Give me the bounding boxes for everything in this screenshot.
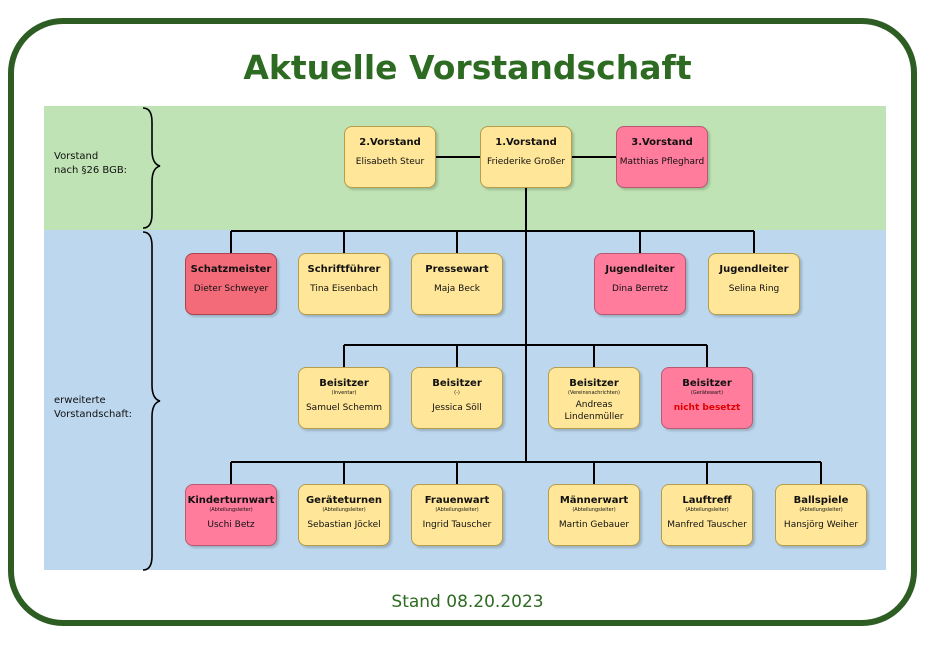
box-schriftfuehrer: Schriftführer Tina Eisenbach xyxy=(298,253,390,315)
person-name: Hansjörg Weiher xyxy=(783,520,859,530)
brace-erweitert xyxy=(142,231,161,571)
person-name: Dieter Schweyer xyxy=(193,284,269,294)
role-label: Frauenwart xyxy=(424,495,490,506)
box-frauenwart: Frauenwart (Abteilungsleiter) Ingrid Tau… xyxy=(411,484,503,546)
person-name: Friederike Großer xyxy=(487,157,565,167)
role-subtitle: (Abteilungsleiter) xyxy=(685,507,729,513)
vorstand-label-line2: nach §26 BGB: xyxy=(54,165,128,176)
role-label: Pressewart xyxy=(425,264,489,275)
vorstand-label-line1: Vorstand xyxy=(54,151,99,162)
role-label: Lauftreff xyxy=(682,495,732,506)
person-name: Maja Beck xyxy=(433,284,481,294)
person-name: Manfred Tauscher xyxy=(667,520,747,530)
erweitert-label-line2: Vorstandschaft: xyxy=(54,409,133,420)
box-schatzmeister: Schatzmeister Dieter Schweyer xyxy=(185,253,277,315)
box-pressewart: Pressewart Maja Beck xyxy=(411,253,503,315)
role-label: Beisitzer xyxy=(682,378,732,389)
box-2-vorstand: 2.Vorstand Elisabeth Steur xyxy=(344,126,436,188)
person-name: Ingrid Tauscher xyxy=(422,520,492,530)
box-beisitzer-2: Beisitzer (-) Jessica Söll xyxy=(411,367,503,429)
box-jugendleiter-2: Jugendleiter Selina Ring xyxy=(708,253,800,315)
role-label: Männerwart xyxy=(559,495,629,506)
role-subtitle: (Gerätewart) xyxy=(690,390,724,396)
role-label: Ballspiele xyxy=(793,495,849,506)
person-name: Sebastian Jöckel xyxy=(307,520,381,530)
role-label: 2.Vorstand xyxy=(359,137,421,148)
brace-vorstand xyxy=(142,107,161,229)
role-label: Geräteturnen xyxy=(305,495,383,506)
role-subtitle: (Abteilungsleiter) xyxy=(322,507,366,513)
vorstand-section-label: Vorstand nach §26 BGB: xyxy=(54,150,127,178)
person-name: Matthias Pfleghard xyxy=(619,157,705,167)
role-label: Schatzmeister xyxy=(190,264,272,275)
role-label: Jugendleiter xyxy=(719,264,789,275)
role-label: Beisitzer xyxy=(319,378,369,389)
box-geraeteturnen: Geräteturnen (Abteilungsleiter) Sebastia… xyxy=(298,484,390,546)
role-subtitle: (Abteilungsleiter) xyxy=(572,507,616,513)
vacancy-label: nicht besetzt xyxy=(673,403,741,413)
person-name: Andreas Lindenmüller xyxy=(564,400,624,422)
person-name: Uschi Betz xyxy=(207,520,255,530)
person-name: Jessica Söll xyxy=(432,403,482,413)
role-label: Kinderturnwart xyxy=(187,495,275,506)
erweitert-section-label: erweiterte Vorstandschaft: xyxy=(54,394,132,422)
box-ballspiele: Ballspiele (Abteilungsleiter) Hansjörg W… xyxy=(775,484,867,546)
role-subtitle: (Abteilungsleiter) xyxy=(435,507,479,513)
role-label: 1.Vorstand xyxy=(495,137,557,148)
role-subtitle: (Vereinsnachrichten) xyxy=(568,390,620,396)
box-jugendleiter-1: Jugendleiter Dina Berretz xyxy=(594,253,686,315)
role-label: Beisitzer xyxy=(569,378,619,389)
box-beisitzer-inventar: Beisitzer (Inventar) Samuel Schemm xyxy=(298,367,390,429)
role-label: Beisitzer xyxy=(432,378,482,389)
role-subtitle: (Abteilungsleiter) xyxy=(799,507,843,513)
role-subtitle: (Inventar) xyxy=(331,390,357,396)
person-name: Tina Eisenbach xyxy=(310,284,378,294)
person-name: Martin Gebauer xyxy=(558,520,630,530)
role-label: Jugendleiter xyxy=(605,264,675,275)
box-kinderturnwart: Kinderturnwart (Abteilungsleiter) Uschi … xyxy=(185,484,277,546)
role-subtitle: (-) xyxy=(454,390,460,396)
person-name: Elisabeth Steur xyxy=(355,157,425,167)
box-1-vorstand: 1.Vorstand Friederike Großer xyxy=(480,126,572,188)
person-name: Dina Berretz xyxy=(611,284,669,294)
date-footer: Stand 08.20.2023 xyxy=(391,592,544,612)
box-beisitzer-geraetewart: Beisitzer (Gerätewart) nicht besetzt xyxy=(661,367,753,429)
box-beisitzer-vereinsnachrichten: Beisitzer (Vereinsnachrichten) Andreas L… xyxy=(548,367,640,429)
box-lauftreff: Lauftreff (Abteilungsleiter) Manfred Tau… xyxy=(661,484,753,546)
person-name: Selina Ring xyxy=(728,284,780,294)
role-subtitle: (Abteilungsleiter) xyxy=(209,507,253,513)
erweitert-label-line1: erweiterte xyxy=(54,395,106,406)
role-label: Schriftführer xyxy=(307,264,381,275)
vorstand-band xyxy=(44,106,886,230)
person-name: Samuel Schemm xyxy=(305,403,383,413)
page-title: Aktuelle Vorstandschaft xyxy=(243,48,692,87)
box-3-vorstand: 3.Vorstand Matthias Pfleghard xyxy=(616,126,708,188)
box-maennerwart: Männerwart (Abteilungsleiter) Martin Geb… xyxy=(548,484,640,546)
role-label: 3.Vorstand xyxy=(631,137,693,148)
